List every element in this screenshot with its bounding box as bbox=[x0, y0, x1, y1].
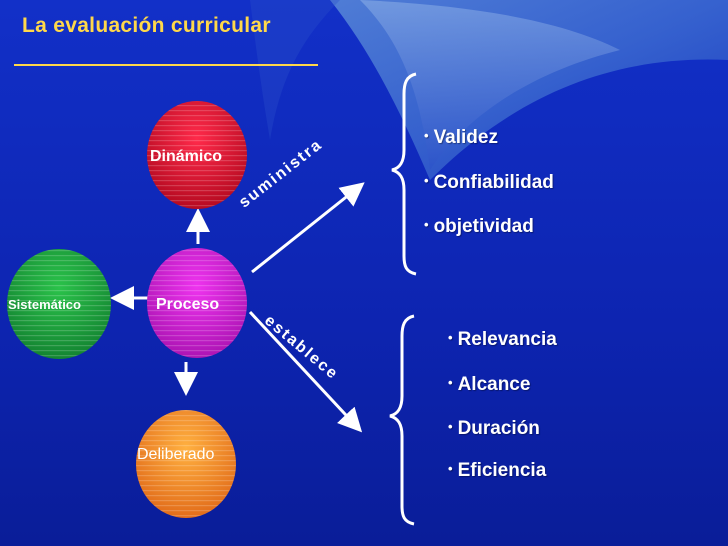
node-deliberado-texture bbox=[136, 410, 236, 518]
bullet-relevancia: • Relevancia bbox=[448, 329, 557, 351]
arrow-establece bbox=[248, 310, 363, 433]
bullet-dot-icon: • bbox=[424, 217, 429, 232]
bullet-text: Duración bbox=[457, 418, 540, 439]
node-label-dinamico: Dinámico bbox=[150, 148, 223, 165]
bullet-text: Relevancia bbox=[457, 329, 557, 350]
title-underline bbox=[14, 64, 318, 66]
bullet-text: objetividad bbox=[433, 216, 534, 237]
bullet-dot-icon: • bbox=[424, 173, 429, 188]
bullet-text: Eficiencia bbox=[457, 460, 547, 481]
bullet-eficiencia: • Eficiencia bbox=[448, 460, 546, 482]
node-label-sistematico: Sistemático bbox=[8, 297, 81, 312]
bullet-dot-icon: • bbox=[448, 461, 453, 476]
node-sistematico-texture bbox=[7, 249, 111, 359]
bullet-text: Confiabilidad bbox=[433, 172, 554, 193]
bullet-validez: • Validez bbox=[424, 127, 498, 149]
brace-bottom bbox=[389, 314, 415, 526]
node-label-deliberado: Deliberado bbox=[137, 446, 215, 463]
bullet-alcance: • Alcance bbox=[448, 374, 530, 396]
brace-top bbox=[391, 72, 417, 276]
bullet-objetividad: • objetividad bbox=[424, 216, 534, 238]
bullet-text: Validez bbox=[433, 127, 498, 148]
bullet-duracion: • Duración bbox=[448, 418, 540, 440]
bullet-dot-icon: • bbox=[448, 419, 453, 434]
node-proceso-texture bbox=[147, 248, 247, 358]
bullet-dot-icon: • bbox=[424, 128, 429, 143]
slide-title: La evaluación curricular bbox=[22, 14, 271, 37]
arrow-suministra bbox=[251, 182, 365, 274]
node-label-proceso: Proceso bbox=[156, 296, 220, 313]
bullet-confiabilidad: • Confiabilidad bbox=[424, 172, 554, 194]
node-dinamico-texture bbox=[147, 101, 247, 209]
bullet-text: Alcance bbox=[457, 374, 531, 395]
bullet-dot-icon: • bbox=[448, 375, 453, 390]
bullet-dot-icon: • bbox=[448, 330, 453, 345]
